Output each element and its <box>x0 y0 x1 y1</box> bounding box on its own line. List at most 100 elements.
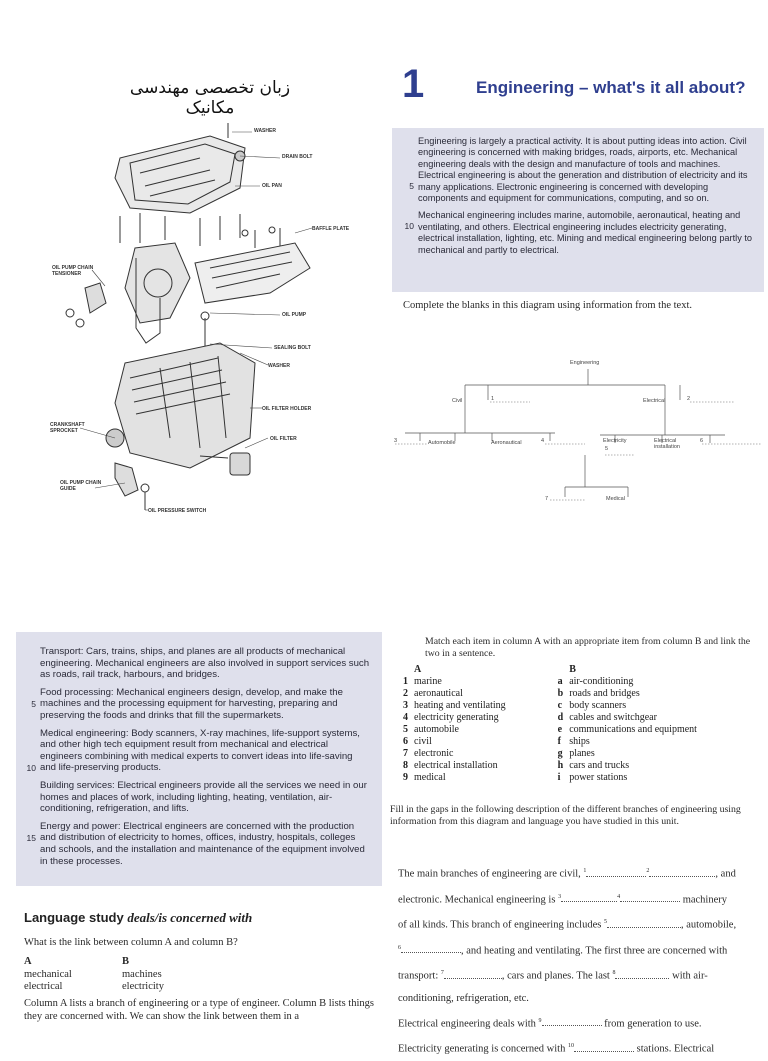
gap-field[interactable] <box>401 942 461 953</box>
line-number: 15 <box>26 832 36 843</box>
match-cell-b: ships <box>569 736 590 747</box>
column-b-header: B <box>569 664 576 675</box>
match-cell-b: body scanners <box>569 700 627 711</box>
match-cell-l: d <box>557 712 564 723</box>
diagram-node-civil: Civil <box>452 398 463 404</box>
match-cell-a: electrical installation <box>414 760 498 771</box>
match-row: 1 marine a air-conditioning <box>400 676 700 688</box>
paragraph-building: Building services: Electrical engineers … <box>40 779 367 815</box>
blank-number: 6 <box>700 438 704 444</box>
match-cell-a: electricity generating <box>414 712 499 723</box>
match-cell-l: c <box>557 700 563 711</box>
match-cell-a: civil <box>414 736 432 747</box>
part-label: WASHER <box>268 363 290 369</box>
paragraph-food: 5 Food processing: Mechanical engineers … <box>31 687 370 722</box>
diagram-node-electrical: Electrical <box>643 398 666 404</box>
match-cell-b: planes <box>569 748 595 759</box>
gap-field[interactable] <box>541 1015 602 1026</box>
paragraph-transport: Transport: Cars, trains, ships, and plan… <box>40 646 370 681</box>
match-cell-a: heating and ventilating <box>414 700 506 711</box>
blank-number: 1 <box>491 396 495 402</box>
line-number: 5 <box>409 181 414 191</box>
gap-field[interactable] <box>606 917 681 928</box>
match-cell-l: i <box>557 772 561 783</box>
diagram-instruction: Complete the blanks in this diagram usin… <box>403 300 692 311</box>
match-cell-l: b <box>557 688 564 699</box>
unit-title: Engineering – what's it all about? <box>476 78 746 97</box>
part-label: OIL FILTER <box>270 436 297 442</box>
match-cell-a: aeronautical <box>414 688 463 699</box>
match-cell-n: 3 <box>403 700 408 711</box>
match-row: 3 heating and ventilating c body scanners <box>400 700 700 712</box>
part-label: DRAIN BOLT <box>282 154 313 160</box>
part-label: OIL PUMP <box>282 312 307 318</box>
part-label: CRANKSHAFT SPROCKET <box>50 422 85 434</box>
match-cell-n: 1 <box>403 676 408 687</box>
part-label: OIL FILTER HOLDER <box>262 406 312 412</box>
paragraph-energy: 15 Energy and power: Electrical engineer… <box>27 821 370 867</box>
diagram-node-medical: Medical <box>606 496 625 502</box>
gap-field[interactable] <box>586 866 647 877</box>
line-number: 5 <box>31 698 36 709</box>
line-number: 10 <box>404 221 414 232</box>
blank-number: 4 <box>541 438 545 444</box>
match-cell-l: g <box>557 748 563 759</box>
fill-exercise: The main branches of engineering are civ… <box>398 860 758 1061</box>
match-cell-l: a <box>557 676 563 687</box>
diagram-node-aeronautical: Aeronautical <box>491 440 522 446</box>
gap-field[interactable] <box>443 968 502 979</box>
match-cell-b: air-conditioning <box>569 676 634 687</box>
language-study-heading: Language study deals/is concerned with <box>24 910 253 925</box>
match-row: 5 automobile e communications and equipment <box>400 724 700 736</box>
persian-title: زبان تخصصی مهندسی مکانیک <box>129 78 291 118</box>
blank-number: 5 <box>605 446 609 452</box>
part-label: BAFFLE PLATE <box>312 226 350 232</box>
blank-number: 3 <box>394 438 398 444</box>
gap-field[interactable] <box>620 891 681 902</box>
match-cell-n: 8 <box>403 760 408 771</box>
part-label: OIL PRESSURE SWITCH <box>148 508 207 514</box>
intro-paragraph-1: 5 Engineering is largely a practical act… <box>409 136 752 204</box>
paragraph-medical: 10 Medical engineering: Body scanners, X… <box>27 728 370 774</box>
match-cell-b: communications and equipment <box>569 724 697 735</box>
match-cell-a: electronic <box>414 748 454 759</box>
match-cell-a: medical <box>414 772 446 783</box>
language-study-question: What is the link between column A and co… <box>24 937 238 948</box>
line-number: 10 <box>26 762 36 773</box>
blank-number: 7 <box>545 496 549 502</box>
match-cell-n: 5 <box>403 724 408 735</box>
match-cell-n: 7 <box>403 748 408 759</box>
match-cell-b: cars and trucks <box>569 760 630 771</box>
diagram-node-engineering: Engineering <box>570 360 600 366</box>
match-cell-l: f <box>557 736 561 747</box>
gap-field[interactable] <box>561 891 618 902</box>
diagram-node-automobile: Automobile <box>428 440 456 446</box>
reading-text-box: Transport: Cars, trains, ships, and plan… <box>16 632 382 886</box>
match-cell-l: h <box>557 760 564 771</box>
match-cell-l: e <box>557 724 563 735</box>
match-cell-a: automobile <box>414 724 459 735</box>
gap-field[interactable] <box>573 1041 634 1052</box>
engine-exploded-diagram <box>65 123 313 511</box>
diagram-node-electricity-generating: Electricity <box>603 438 627 444</box>
part-label: SEALING BOLT <box>274 345 311 351</box>
part-label: OIL PUMP CHAIN TENSIONER <box>52 265 94 277</box>
part-label: WASHER <box>254 128 276 134</box>
blank-number: 2 <box>687 396 691 402</box>
gap-field[interactable] <box>649 866 716 877</box>
match-row: 8 electrical installation h cars and trucks <box>400 760 700 772</box>
intro-text-box: 5 Engineering is largely a practical act… <box>392 128 764 292</box>
match-cell-n: 6 <box>403 736 408 747</box>
intro-paragraph-2: 10 Mechanical engineering includes marin… <box>405 210 752 256</box>
gap-field[interactable] <box>615 968 670 979</box>
match-cell-a: marine <box>414 676 442 687</box>
diagram-node-electrical-installation: Electrical installation <box>654 438 680 450</box>
part-label: OIL PAN <box>262 183 282 189</box>
match-cell-b: cables and switchgear <box>569 712 657 723</box>
column-a-header: A <box>414 664 422 675</box>
